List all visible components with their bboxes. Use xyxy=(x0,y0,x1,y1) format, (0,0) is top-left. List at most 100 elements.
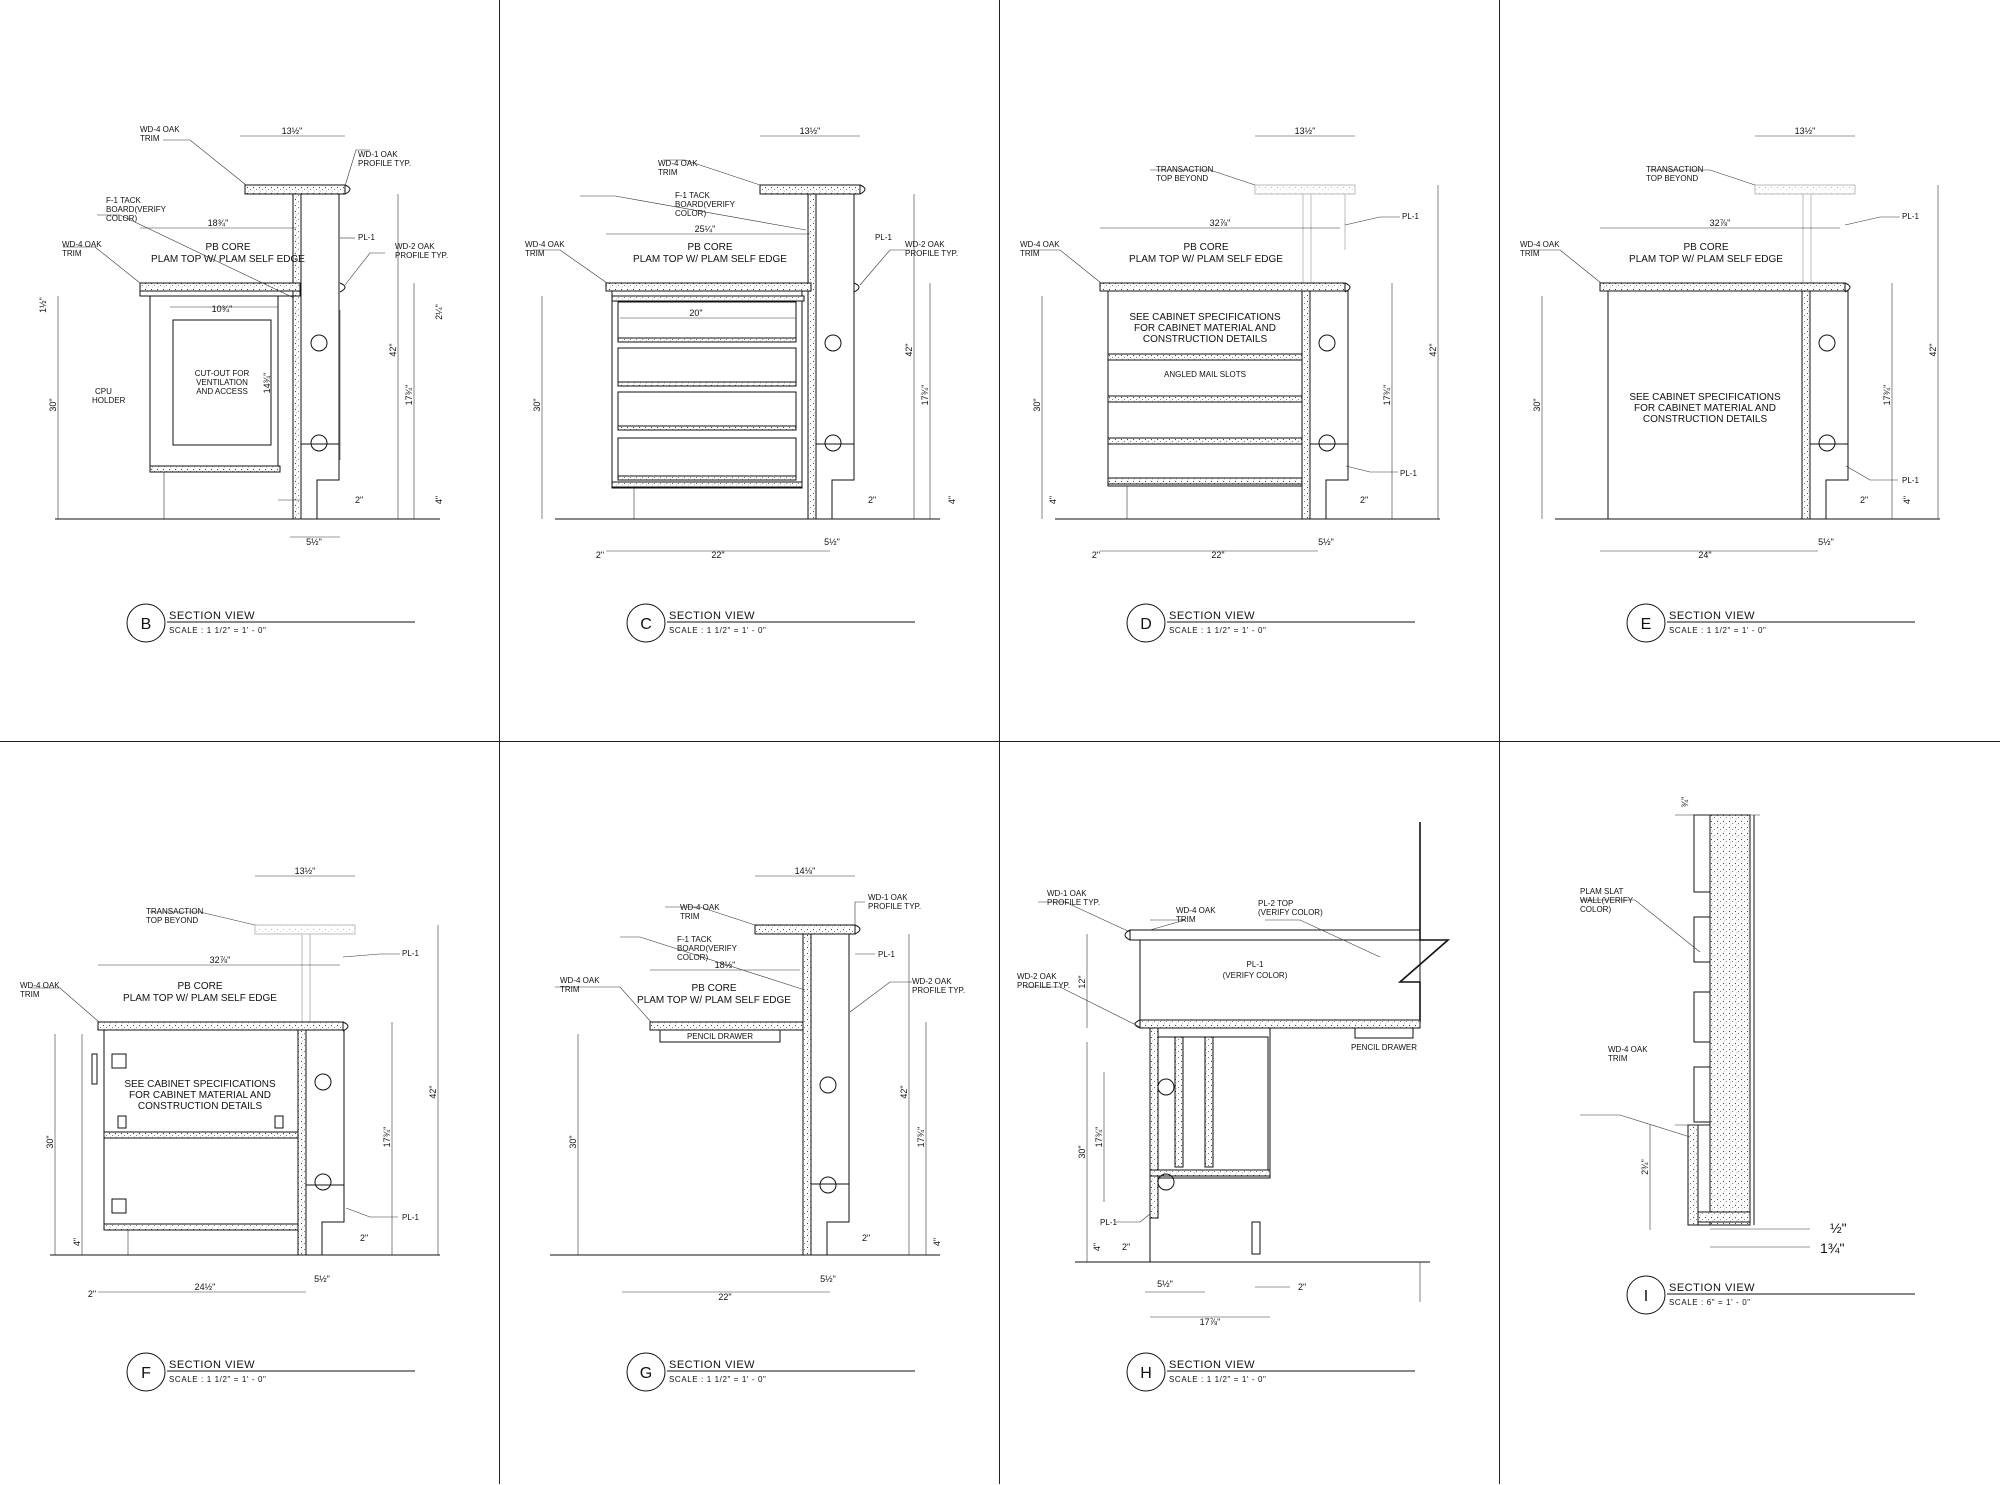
dim-h17: 17¾" xyxy=(1882,385,1892,406)
label-f1-3: COLOR) xyxy=(675,209,706,218)
dim-h30: 30" xyxy=(48,398,58,411)
pencil-drawer-label: PENCIL DRAWER xyxy=(687,1032,753,1041)
label-wd4-side-2: TRIM xyxy=(525,249,545,258)
label-pl2: PL-2 TOP xyxy=(1258,899,1293,908)
label-f1: F-1 TACK xyxy=(106,196,141,205)
panel-section-c: WD-4 OAK TRIM F-1 TACK BOARD(VERIFY COLO… xyxy=(500,0,1000,742)
section-b-drawing: WD-4 OAK TRIM WD-1 OAK PROFILE TYP. F-1 … xyxy=(38,125,448,643)
label-pl1: PL-1 xyxy=(358,233,375,242)
dim-w17: 17⅞" xyxy=(1200,1317,1221,1327)
spec-label-2: FOR CABINET MATERIAL AND xyxy=(129,1090,271,1101)
label-wd4-2: TRIM xyxy=(1608,1054,1628,1063)
section-i-scale: SCALE : 6" = 1' - 0" xyxy=(1669,1298,1751,1307)
label-pl1-b: PL-1 xyxy=(1902,476,1919,485)
dim-top: 13½" xyxy=(295,866,316,876)
dim-top: 13½" xyxy=(1795,126,1816,136)
label-wd4-side: WD-4 OAK xyxy=(20,981,60,990)
section-d-scale: SCALE : 1 1/2" = 1' - 0" xyxy=(1169,626,1266,635)
label-wd4-side: WD-4 OAK xyxy=(525,240,565,249)
label-wd2-2: PROFILE TYP. xyxy=(1017,981,1070,990)
dim-h30: 30" xyxy=(45,1135,55,1148)
dim-h42: 42" xyxy=(899,1085,909,1098)
label-wd4-top: WD-4 OAK xyxy=(1176,906,1216,915)
section-c-drawing: WD-4 OAK TRIM F-1 TACK BOARD(VERIFY COLO… xyxy=(525,126,958,643)
label-transaction: TRANSACTION xyxy=(1646,165,1704,174)
label-cpu: CPU xyxy=(95,387,112,396)
dim-h42: 42" xyxy=(904,343,914,356)
label-wd4-side-2: TRIM xyxy=(1020,249,1040,258)
core-label-2: PLAM TOP W/ PLAM SELF EDGE xyxy=(123,993,277,1004)
dim-h17: 17¾" xyxy=(382,1127,392,1148)
dim-h17: 17¾" xyxy=(1094,1127,1104,1148)
dim-mid: 18¾" xyxy=(208,218,229,228)
label-wd1-2: PROFILE TYP. xyxy=(1047,898,1100,907)
spec-label: SEE CABINET SPECIFICATIONS xyxy=(1629,392,1781,403)
spec-label: SEE CABINET SPECIFICATIONS xyxy=(1129,312,1281,323)
dim-d2-left: 2" xyxy=(596,550,604,560)
dim-d2: 2" xyxy=(360,1233,368,1243)
label-pl1-center-2: (VERIFY COLOR) xyxy=(1223,971,1288,980)
section-d-title: SECTION VIEW xyxy=(1169,610,1255,622)
dim-h17: 17¾" xyxy=(1382,385,1392,406)
dim-top: 14⅛" xyxy=(795,866,816,876)
label-wd4-top-2: TRIM xyxy=(658,168,678,177)
label-f1: F-1 TACK xyxy=(677,935,712,944)
label-wd2: WD-2 OAK xyxy=(912,977,952,986)
dim-h17: 17¾" xyxy=(404,385,414,406)
label-wd4-side: WD-4 OAK xyxy=(560,976,600,985)
dim-top: 13½" xyxy=(1295,126,1316,136)
section-c-letter: C xyxy=(640,616,652,633)
dim-h30: 30" xyxy=(568,1135,578,1148)
dim-mid: 25¼" xyxy=(695,224,716,234)
dim-d5: 5½" xyxy=(1818,537,1834,547)
label-wd4-top: WD-4 OAK xyxy=(680,903,720,912)
pencil-drawer-label: PENCIL DRAWER xyxy=(1351,1043,1417,1052)
label-slat-3: COLOR) xyxy=(1580,905,1611,914)
section-f-drawing: TRANSACTION TOP BEYOND WD-4 OAK TRIM PL-… xyxy=(20,866,440,1392)
dim-d2a: 2¼" xyxy=(434,304,444,320)
dim-d2-left: 2" xyxy=(88,1289,96,1299)
label-wd4-top-2: TRIM xyxy=(680,912,700,921)
dim-mid: 32⅞" xyxy=(1210,218,1231,228)
core-label: PB CORE xyxy=(687,242,732,253)
spec-label-2: FOR CABINET MATERIAL AND xyxy=(1634,403,1776,414)
panel-section-d: TRANSACTION TOP BEYOND WD-4 OAK TRIM PL-… xyxy=(1000,0,1500,742)
label-pl2-2: (VERIFY COLOR) xyxy=(1258,908,1323,917)
core-label-2: PLAM TOP W/ PLAM SELF EDGE xyxy=(1629,254,1783,265)
section-i-drawing: PLAM SLAT WALL(VERIFY COLOR) WD-4 OAK TR… xyxy=(1580,797,1915,1315)
label-wd1: WD-1 OAK xyxy=(868,893,908,902)
section-c-title: SECTION VIEW xyxy=(669,610,755,622)
label-pl1: PL-1 xyxy=(1100,1218,1117,1227)
dim-w22: 22" xyxy=(718,1292,731,1302)
dim-w22: 22" xyxy=(711,550,724,560)
dim-h30: 30" xyxy=(1077,1145,1087,1158)
label-wd2-2: PROFILE TYP. xyxy=(905,249,958,258)
label-wd1-2: PROFILE TYP. xyxy=(358,159,411,168)
section-e-scale: SCALE : 1 1/2" = 1' - 0" xyxy=(1669,626,1766,635)
label-f1-3: COLOR) xyxy=(106,214,137,223)
panel-section-h: WD-1 OAK PROFILE TYP. WD-4 OAK TRIM PL-2… xyxy=(1000,742,1500,1484)
dim-side: 2¾" xyxy=(1640,1159,1650,1175)
dim-top: 13½" xyxy=(282,126,303,136)
dim-mid: 32⅞" xyxy=(210,955,231,965)
dim-h17: 17¾" xyxy=(916,1127,926,1148)
section-e-letter: E xyxy=(1641,616,1652,633)
dim-top: 13½" xyxy=(800,126,821,136)
label-wd1: WD-1 OAK xyxy=(358,150,398,159)
label-wd2: WD-2 OAK xyxy=(1017,972,1057,981)
label-wd1-2: PROFILE TYP. xyxy=(868,902,921,911)
section-d-drawing: TRANSACTION TOP BEYOND WD-4 OAK TRIM PL-… xyxy=(1020,126,1440,643)
dim-inner: 10¾" xyxy=(212,304,233,314)
section-e-title: SECTION VIEW xyxy=(1669,610,1755,622)
section-h-title: SECTION VIEW xyxy=(1169,1359,1255,1371)
dim-d5: 5½" xyxy=(1318,537,1334,547)
label-f1-3: COLOR) xyxy=(677,953,708,962)
label-wd4-top-2: TRIM xyxy=(140,134,160,143)
label-transaction: TRANSACTION xyxy=(146,907,204,916)
label-wd4-side-2: TRIM xyxy=(62,249,82,258)
dim-h42: 42" xyxy=(1928,343,1938,356)
label-cutout: CUT-OUT FOR xyxy=(195,369,250,378)
panel-section-f: TRANSACTION TOP BEYOND WD-4 OAK TRIM PL-… xyxy=(0,742,500,1484)
dim-d4: 4" xyxy=(72,1238,82,1246)
